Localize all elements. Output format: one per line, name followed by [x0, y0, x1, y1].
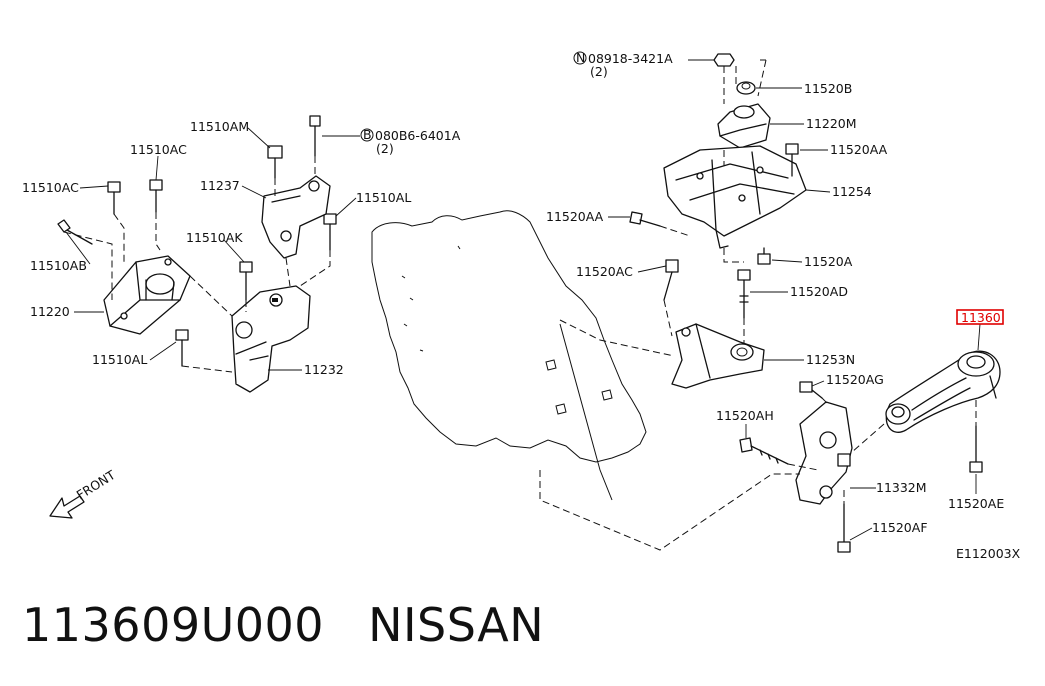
label-11520AA-left: 11520AA: [546, 209, 604, 224]
label-11510AL-bot: 11510AL: [92, 352, 147, 367]
stud-11520AC: [663, 259, 679, 301]
label-11510AB: 11510AB: [30, 258, 87, 273]
label-11520AE: 11520AE: [948, 496, 1004, 511]
bracket-11254: [663, 145, 807, 249]
bolt-11520AA-left: [629, 211, 661, 227]
bolt-11510AB: [57, 219, 93, 245]
part-caption: 113609U000 NISSAN: [22, 598, 588, 652]
label-11510AC-top: 11510AC: [130, 142, 187, 157]
bolt-11520AG: [799, 381, 823, 399]
label-11520AD: 11520AD: [790, 284, 848, 299]
bolt-11520AF: [837, 503, 851, 553]
symbol-b-circle: [360, 128, 374, 142]
label-11520AG: 11520AG: [826, 372, 884, 387]
qty-08918-3421A: (2): [590, 64, 608, 79]
label-11254: 11254: [832, 184, 872, 199]
label-11510AC-left: 11510AC: [22, 180, 79, 195]
front-label: FRONT: [74, 467, 118, 503]
label-11520AF: 11520AF: [872, 520, 928, 535]
label-11232: 11232: [304, 362, 344, 377]
bolt-11520A: [757, 247, 771, 265]
left-mount-group: [57, 115, 337, 393]
label-11520AC: 11520AC: [576, 264, 633, 279]
label-11510AL-top: 11510AL: [356, 190, 411, 205]
label-11510AM: 11510AM: [190, 119, 249, 134]
bolt-08086-left: [309, 115, 321, 157]
qty-080B6-6401A: (2): [376, 141, 394, 156]
bolt-11520AE: [969, 425, 983, 473]
lower-right-mount-group: [539, 350, 1001, 553]
bolt-11520AH: [739, 437, 789, 465]
insulator-11220M: [717, 103, 771, 149]
symbol-b: B: [363, 127, 372, 142]
bracket-11253N: [671, 323, 765, 389]
bolt-11520B: [736, 81, 756, 95]
label-11220M: 11220M: [806, 116, 857, 131]
label-11520A: 11520A: [804, 254, 853, 269]
highlight-box-11360: [956, 309, 1004, 325]
torque-rod-11360: [885, 350, 1001, 433]
upper-right-mount-group: [559, 53, 807, 389]
insulator-11220: [103, 255, 191, 335]
reference-code: E112003X: [956, 546, 1021, 561]
leader-lines: [65, 59, 981, 541]
label-11520AA-right: 11520AA: [830, 142, 888, 157]
bracket-11332M: [795, 401, 853, 505]
label-080B6-6401A: 080B6-6401A: [375, 128, 461, 143]
nut-08918: [713, 53, 735, 67]
front-direction-indicator: FRONT: [49, 467, 118, 519]
label-08918-3421A: 08918-3421A: [588, 51, 673, 66]
bolt-11510AM: [267, 145, 283, 179]
bolt-11510AK: [239, 261, 253, 301]
label-11520B: 11520B: [804, 81, 852, 96]
label-11220: 11220: [30, 304, 70, 319]
bolt-11510AC-top: [149, 179, 163, 213]
label-11332M: 11332M: [876, 480, 927, 495]
brand-name: NISSAN: [368, 598, 545, 652]
label-11360: 11360: [961, 310, 1001, 325]
engine-block-outline: [371, 210, 647, 501]
bolt-11510AC-left: [107, 181, 121, 215]
bracket-11232: [231, 285, 311, 393]
part-number: 113609U000: [22, 598, 325, 652]
bolt-11510AL-bot: [175, 329, 189, 367]
label-11520AH: 11520AH: [716, 408, 774, 423]
label-11510AK: 11510AK: [186, 230, 243, 245]
label-11253N: 11253N: [806, 352, 855, 367]
symbol-n-circle: [573, 51, 587, 65]
bracket-11237: [261, 175, 331, 259]
label-11237: 11237: [200, 178, 240, 193]
bolt-11510AL-top: [323, 213, 337, 251]
bolt-11520AA-right: [785, 143, 799, 177]
callout-labels: 11510AM B 080B6-6401A (2) 11510AC 11510A…: [22, 50, 1021, 561]
symbol-n: N: [576, 50, 585, 65]
stud-11520AD: [737, 269, 751, 319]
